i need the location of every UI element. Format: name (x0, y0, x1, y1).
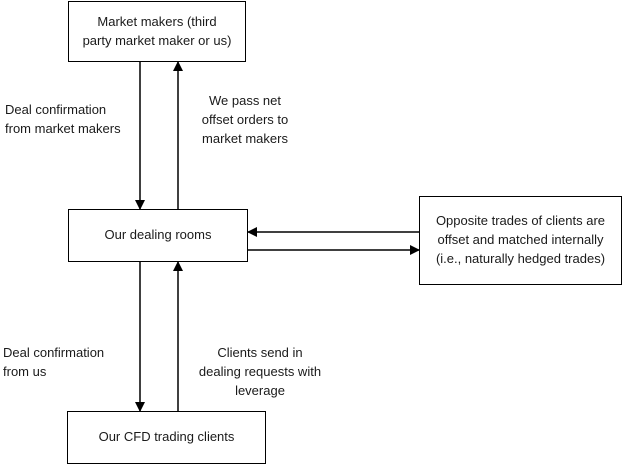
node-dealing-rooms: Our dealing rooms (68, 209, 248, 262)
node-internal-matching: Opposite trades of clients are offset an… (419, 196, 622, 285)
label-confirm-from-us: Deal confirmation from us (3, 345, 105, 379)
label-pass-net-offset: We pass net offset orders to market make… (201, 93, 289, 146)
node-market-makers-label: Market makers (third party market maker … (82, 13, 232, 48)
node-market-makers: Market makers (third party market maker … (68, 1, 246, 62)
node-internal-matching-label: Opposite trades of clients are offset an… (435, 213, 606, 266)
label-clients-send-requests: Clients send in dealing requests with le… (198, 345, 322, 398)
node-dealing-rooms-label: Our dealing rooms (104, 227, 212, 243)
node-cfd-clients: Our CFD trading clients (67, 411, 266, 464)
label-confirm-from-market-makers: Deal confirmation from market makers (5, 102, 121, 136)
node-cfd-clients-label: Our CFD trading clients (98, 429, 235, 445)
